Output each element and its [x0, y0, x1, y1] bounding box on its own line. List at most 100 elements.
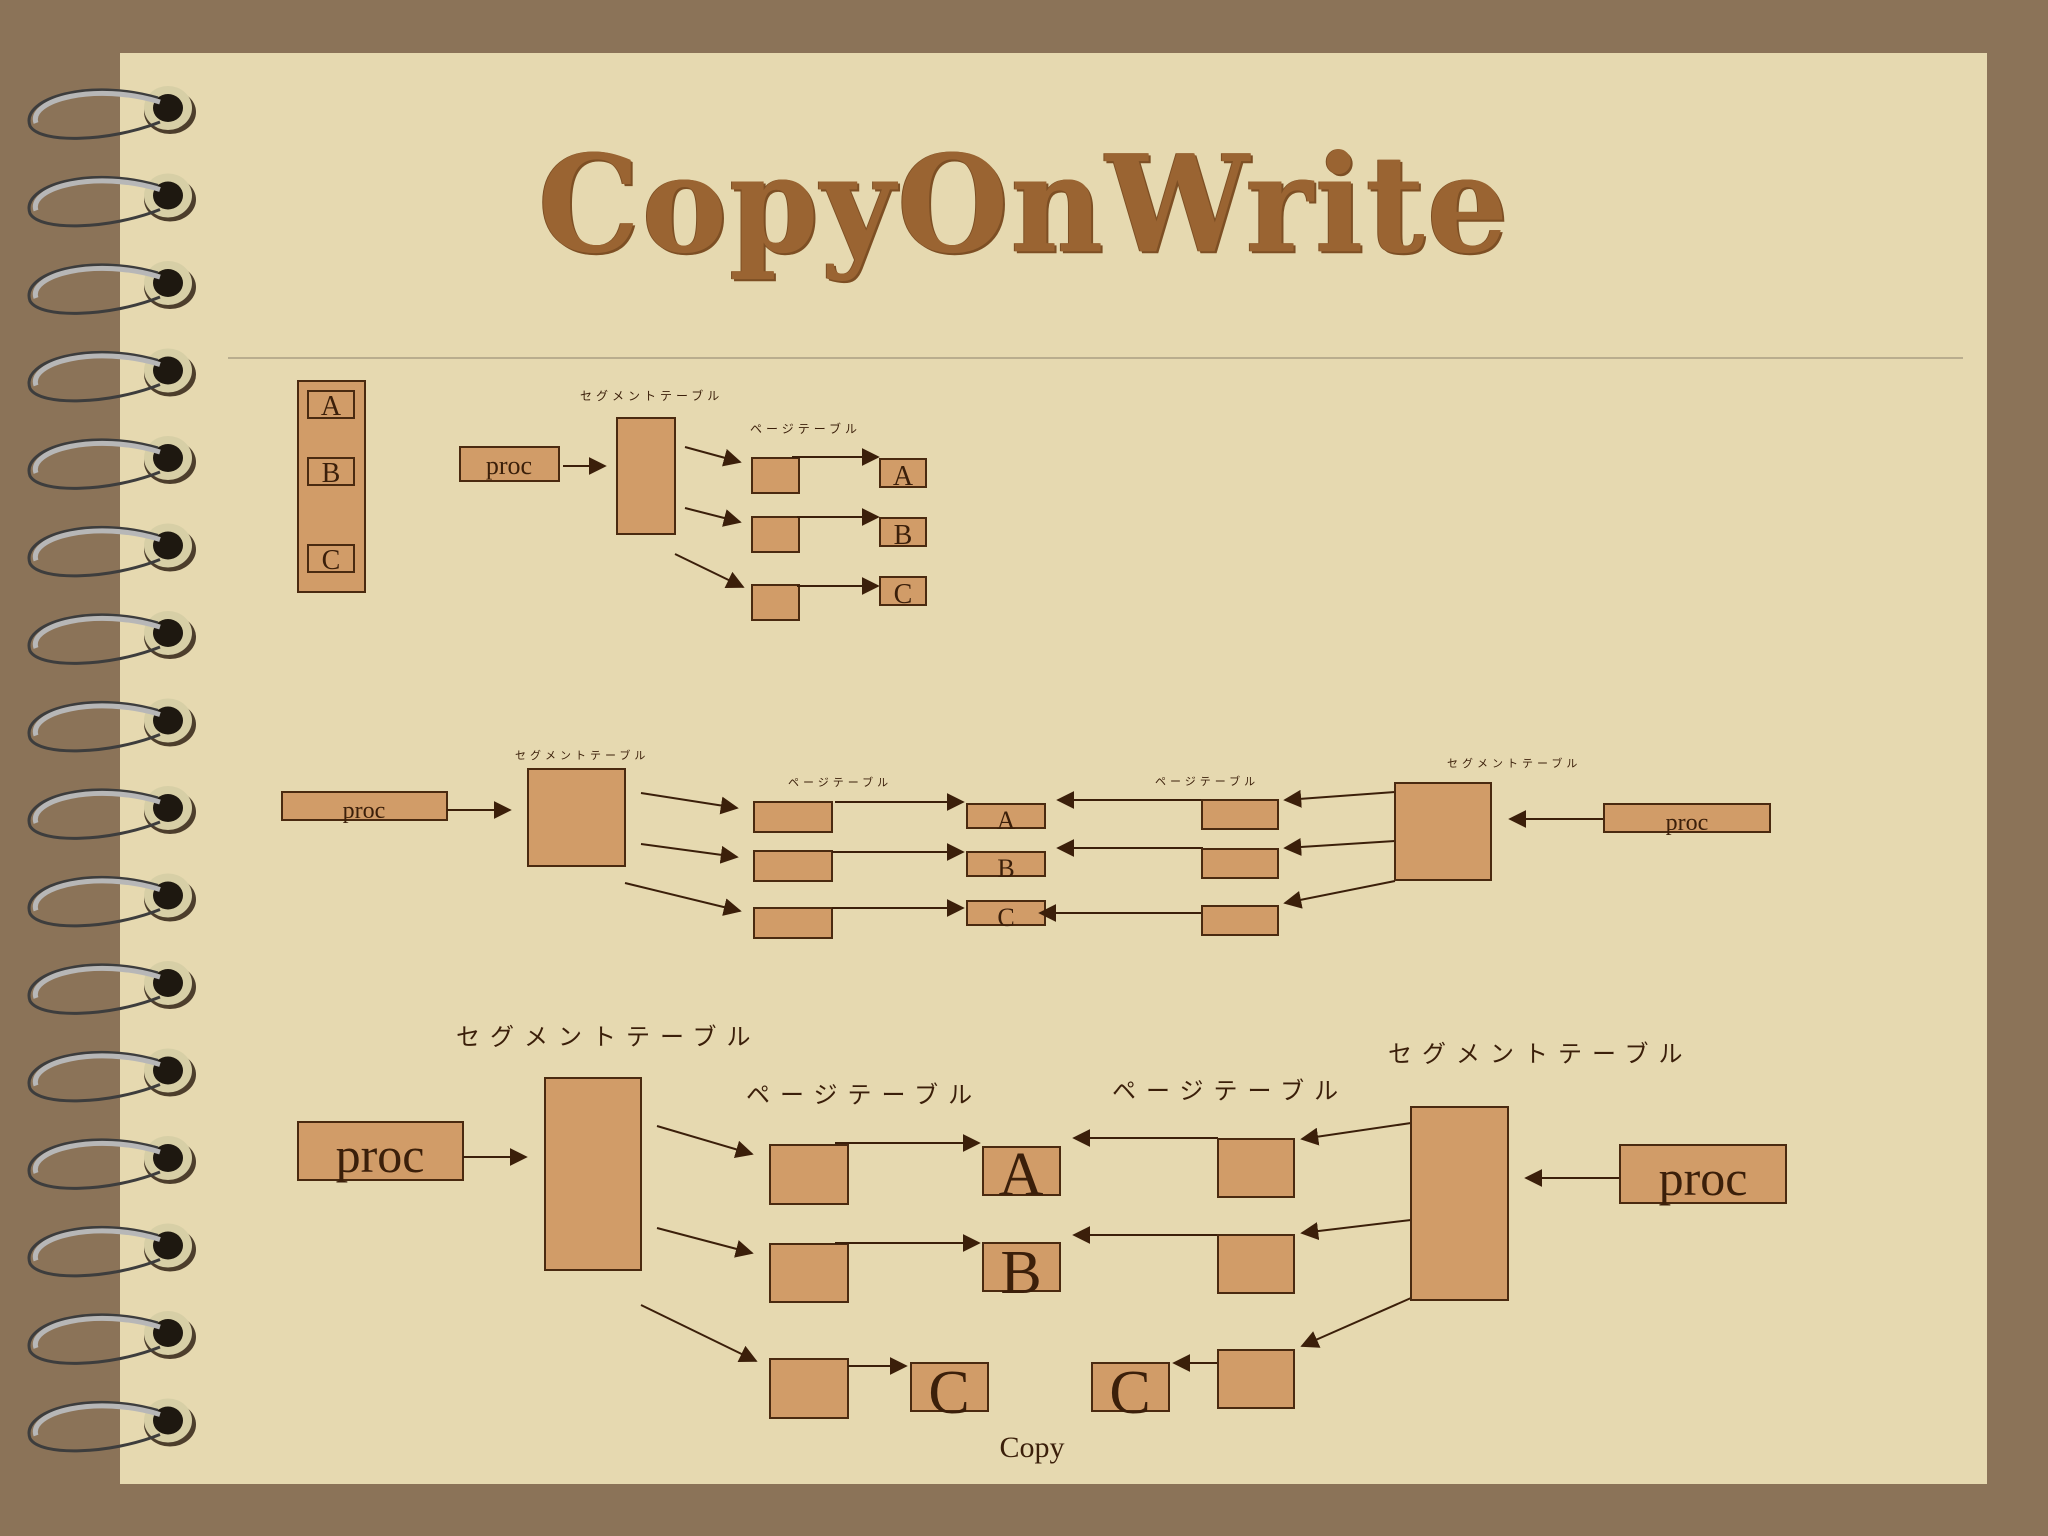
page-table-entry: [1217, 1234, 1295, 1294]
proc-label: proc: [1659, 1150, 1748, 1206]
page-c-copy-label: C: [1109, 1359, 1150, 1427]
arrow: [792, 448, 880, 466]
page-table-entry: [769, 1144, 849, 1205]
page-a-label: A: [997, 806, 1016, 835]
arrow: [656, 1125, 754, 1159]
binding-ring: [27, 611, 196, 665]
arrow: [640, 792, 739, 815]
arrow: [656, 1227, 754, 1258]
segment-box-c: [307, 544, 355, 573]
binding-ring: [27, 86, 196, 140]
page-c-original-label: C: [928, 1359, 969, 1427]
arrow: [1300, 1219, 1412, 1241]
segment-table: [544, 1077, 642, 1271]
binding-ring: [27, 436, 196, 490]
page-table-entry: [1201, 905, 1279, 936]
segment-table: [527, 768, 626, 867]
slide-title: CopyOnWrite: [537, 126, 1511, 284]
section-forked-shared: proc セグメントテーブル ページテーブル A B C ページテーブル: [281, 748, 1771, 939]
page-table-entry: [753, 801, 833, 833]
page-b-label: B: [997, 854, 1014, 883]
page-c-original-box: [910, 1362, 989, 1412]
page-table-entry: [1217, 1349, 1295, 1409]
page-a-label: A: [893, 461, 914, 492]
segment-table: [1410, 1106, 1509, 1301]
segment-label-a: A: [321, 391, 342, 422]
spiral-binding: [27, 86, 196, 1453]
page-table-entry: [1217, 1138, 1295, 1198]
binding-ring: [27, 786, 196, 840]
arrow: [640, 1304, 758, 1362]
page-table-entry: [751, 457, 800, 494]
page-a-box: [966, 803, 1046, 829]
binding-ring: [27, 523, 196, 578]
page-table-entry: [751, 584, 800, 621]
binding-ring: [27, 1048, 196, 1103]
proc-box: [459, 446, 560, 482]
page-a-box: [879, 458, 927, 488]
page-c-label: C: [997, 903, 1014, 932]
page-table-entry: [1201, 799, 1279, 830]
proc-box: [1619, 1144, 1787, 1204]
binding-ring: [27, 1311, 196, 1365]
page-table-label: ページテーブル: [746, 1081, 982, 1109]
arrow: [1300, 1122, 1412, 1146]
page-table-label: ページテーブル: [1112, 1077, 1348, 1105]
segment-label-c: C: [322, 545, 341, 576]
arrow: [684, 446, 742, 467]
page-c-label: C: [894, 579, 913, 610]
page-c-copy-box: [1091, 1362, 1170, 1412]
binding-ring: [27, 348, 196, 403]
arrow: [1283, 789, 1396, 808]
page-table-entry: [1201, 848, 1279, 879]
segment-table: [1394, 782, 1492, 881]
page-b-box: [879, 517, 927, 547]
arrow: [1300, 1297, 1412, 1348]
page-b-label: B: [1000, 1239, 1041, 1307]
section-single-process: proc セグメントテーブル ページテーブル A B C: [459, 388, 927, 621]
proc-box: [1603, 803, 1771, 833]
page-c-box: [966, 900, 1046, 926]
proc-label: proc: [486, 451, 532, 480]
proc-label: proc: [1666, 810, 1709, 836]
arrow: [684, 507, 742, 527]
arrow: [640, 843, 739, 864]
section-after-copy: proc セグメントテーブル ページテーブル A B C C Copy ページテ: [297, 1023, 1787, 1464]
page-c-box: [879, 576, 927, 606]
page-table-label: ページテーブル: [1155, 774, 1259, 788]
segment-table-label: セグメントテーブル: [580, 388, 723, 403]
section-process-memory: A B C: [297, 380, 366, 593]
page-a-label: A: [999, 1141, 1044, 1209]
proc-label: proc: [343, 798, 386, 824]
binding-ring: [27, 873, 196, 928]
segment-box-b: [307, 457, 355, 486]
segment-table: [616, 417, 676, 535]
arrow: [624, 882, 742, 916]
page-b-box: [982, 1242, 1061, 1292]
page-table-entry: [751, 516, 800, 553]
page-b-label: B: [894, 520, 913, 551]
page-table-label: ページテーブル: [750, 421, 861, 436]
binding-ring: [27, 1136, 196, 1190]
page-table-entry: [753, 850, 833, 882]
page-table-entry: [769, 1243, 849, 1303]
binding-ring: [27, 261, 196, 315]
segment-label-b: B: [322, 458, 341, 489]
page-a-box: [982, 1146, 1061, 1196]
proc-box: [281, 791, 448, 821]
title-divider: [228, 357, 1963, 359]
page-table-entry: [753, 907, 833, 939]
proc-label: proc: [336, 1127, 425, 1183]
binding-ring: [27, 961, 196, 1015]
binding-ring: [27, 1223, 196, 1278]
binding-ring: [27, 173, 196, 228]
copy-label: Copy: [999, 1431, 1064, 1464]
page-b-box: [966, 851, 1046, 877]
arrow: [1283, 880, 1396, 909]
arrow: [1283, 837, 1396, 856]
binding-ring: [27, 698, 196, 753]
segment-table-label: セグメントテーブル: [456, 1023, 761, 1051]
segment-table-label: セグメントテーブル: [515, 748, 649, 762]
